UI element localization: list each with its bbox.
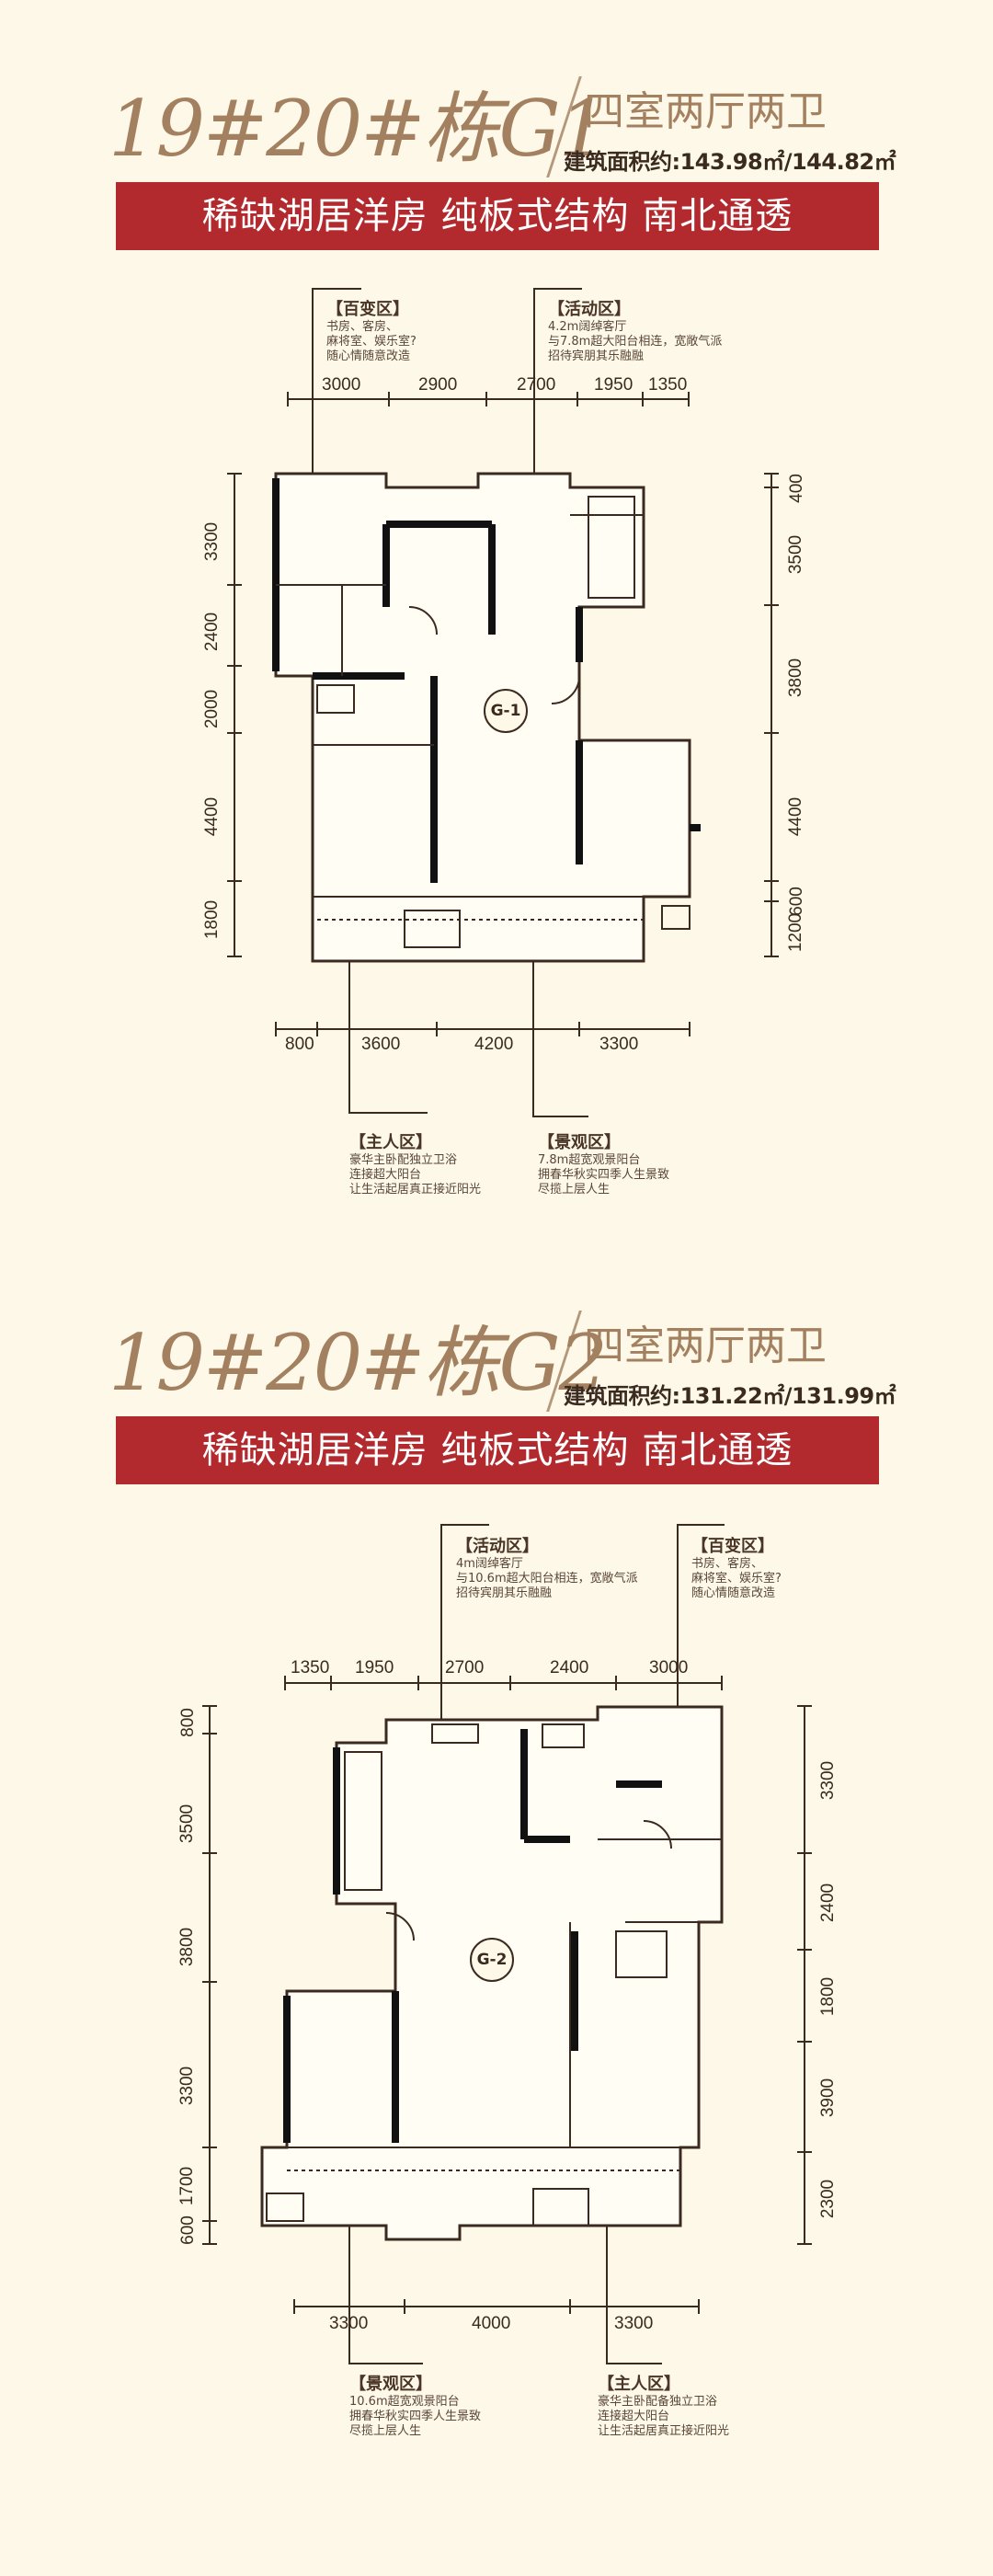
g2-building-area: 建筑面积约:131.22㎡/131.99㎡ — [564, 1383, 896, 1409]
annotation-line: 麻将室、娱乐室? — [326, 335, 417, 349]
annotation-line: 与7.8m超大阳台相连，宽敞气派 — [548, 335, 723, 349]
dim-label: 1800 — [818, 1976, 839, 2017]
g1-room-layout: 四室两厅两卫 — [584, 88, 827, 135]
annotation-line: 尽揽上层人生 — [349, 2424, 422, 2438]
g1-annotation-view-zone: 【景观区】 7.8m超宽观景阳台 拥春华秋实四季人生景致 尽揽上层人生 — [538, 1129, 669, 1197]
g2-dimension-lines — [202, 1524, 812, 2364]
dim-label: 2000 — [202, 689, 223, 729]
dim-label: 1350 — [648, 375, 688, 395]
dim-label: 600 — [177, 2215, 198, 2245]
dim-label: 3300 — [599, 1035, 639, 1054]
g2-feature-banner: 稀缺湖居洋房 纯板式结构 南北通透 — [116, 1416, 879, 1484]
annotation-line: 书房、客房、 — [326, 320, 399, 334]
annotation-line: 豪华主卧配备独立卫浴 — [598, 2395, 718, 2409]
dim-label: 800 — [177, 1708, 198, 1737]
annotation-line: 麻将室、娱乐室? — [691, 1572, 782, 1586]
g1-title: 19#20#栋G1 — [108, 84, 608, 174]
g2-annotation-flexible-zone: 【百变区】 书房、客房、 麻将室、娱乐室? 随心情随意改造 — [691, 1533, 782, 1601]
g2-annotation-view-zone: 【景观区】 10.6m超宽观景阳台 拥春华秋实四季人生景致 尽揽上层人生 — [349, 2371, 481, 2439]
dim-label: 1950 — [355, 1658, 394, 1677]
dim-label: 3300 — [202, 521, 223, 562]
annotation-line: 随心情随意改造 — [691, 1586, 776, 1600]
dim-label: 1350 — [291, 1658, 330, 1677]
g1-building-area: 建筑面积约:143.98㎡/144.82㎡ — [564, 149, 896, 175]
annotation-line: 拥春华秋实四季人生景致 — [538, 1168, 670, 1182]
dim-label: 3300 — [177, 2066, 198, 2106]
annotation-line: 与10.6m超大阳台相连，宽敞气派 — [456, 1572, 638, 1586]
dim-label: 400 — [786, 474, 806, 503]
g2-annotation-activity-zone: 【活动区】 4m阔绰客厅 与10.6m超大阳台相连，宽敞气派 招待宾朋其乐融融 — [456, 1533, 638, 1601]
dim-label: 3800 — [177, 1927, 198, 1967]
g1-annotation-activity-zone: 【活动区】 4.2m阔绰客厅 与7.8m超大阳台相连，宽敞气派 招待宾朋其乐融融 — [548, 296, 722, 364]
dim-label: 4200 — [474, 1035, 514, 1054]
annotation-line: 连接超大阳台 — [349, 1168, 422, 1182]
dim-label: 4400 — [202, 796, 223, 837]
annotation-title: 【景观区】 — [349, 2375, 432, 2394]
dim-label: 3000 — [649, 1658, 689, 1677]
dim-label: 800 — [285, 1035, 314, 1054]
annotation-title: 【活动区】 — [548, 300, 631, 319]
dim-label: 2900 — [418, 375, 458, 395]
annotation-title: 【主人区】 — [349, 1133, 432, 1152]
g2-annotation-master-zone: 【主人区】 豪华主卧配备独立卫浴 连接超大阳台 让生活起居真正接近阳光 — [598, 2371, 729, 2439]
dim-label: 2400 — [550, 1658, 589, 1677]
dim-label: 3300 — [614, 2314, 654, 2333]
dim-label: 2400 — [202, 612, 223, 652]
annotation-line: 7.8m超宽观景阳台 — [538, 1153, 641, 1167]
dim-label: 1800 — [202, 899, 223, 940]
annotation-line: 让生活起居真正接近阳光 — [349, 1183, 482, 1196]
annotation-title: 【活动区】 — [456, 1537, 539, 1556]
annotation-line: 让生活起居真正接近阳光 — [598, 2424, 730, 2438]
annotation-title: 【主人区】 — [598, 2375, 680, 2394]
annotation-line: 尽揽上层人生 — [538, 1183, 611, 1196]
annotation-line: 豪华主卧配独立卫浴 — [349, 1153, 458, 1167]
dim-label: 3000 — [322, 375, 361, 395]
g1-annotation-flexible-zone: 【百变区】 书房、客房、 麻将室、娱乐室? 随心情随意改造 — [326, 296, 417, 364]
g2-unit-tag: G-2 — [470, 1938, 514, 1982]
annotation-line: 4m阔绰客厅 — [456, 1557, 523, 1571]
annotation-line: 4.2m阔绰客厅 — [548, 320, 627, 334]
dim-label: 4400 — [786, 796, 806, 837]
dim-label: 3300 — [329, 2314, 369, 2333]
dim-label: 2700 — [517, 375, 556, 395]
dim-label: 2700 — [445, 1658, 485, 1677]
annotation-title: 【百变区】 — [691, 1537, 774, 1556]
dim-label: 1700 — [177, 2166, 198, 2206]
dim-label: 2400 — [818, 1883, 839, 1923]
dim-label: 3800 — [786, 658, 806, 698]
annotation-title: 【景观区】 — [538, 1133, 621, 1152]
dim-label: 600 — [786, 887, 806, 916]
annotation-line: 10.6m超宽观景阳台 — [349, 2395, 460, 2409]
annotation-line: 招待宾朋其乐融融 — [548, 349, 645, 363]
annotation-line: 书房、客房、 — [691, 1557, 764, 1571]
dim-label: 3600 — [361, 1035, 401, 1054]
g1-unit-tag: G-1 — [484, 689, 528, 733]
g1-floor-plan — [272, 472, 701, 963]
dim-label: 4000 — [472, 2314, 511, 2333]
g2-title: 19#20#栋G2 — [108, 1318, 608, 1408]
dim-label: 2300 — [818, 2179, 839, 2219]
annotation-title: 【百变区】 — [326, 300, 409, 319]
g1-dimension-lines — [227, 288, 779, 1117]
dim-label: 3900 — [818, 2078, 839, 2118]
dim-label: 3500 — [786, 534, 806, 575]
dim-label: 3300 — [818, 1760, 839, 1801]
dim-label: 1950 — [594, 375, 633, 395]
g2-room-layout: 四室两厅两卫 — [584, 1322, 827, 1369]
annotation-line: 招待宾朋其乐融融 — [456, 1586, 553, 1600]
g1-feature-banner: 稀缺湖居洋房 纯板式结构 南北通透 — [116, 182, 879, 250]
dim-label: 1200 — [786, 912, 806, 953]
annotation-line: 随心情随意改造 — [326, 349, 411, 363]
annotation-line: 拥春华秋实四季人生景致 — [349, 2410, 482, 2423]
annotation-line: 连接超大阳台 — [598, 2410, 670, 2423]
g1-annotation-master-zone: 【主人区】 豪华主卧配独立卫浴 连接超大阳台 让生活起居真正接近阳光 — [349, 1129, 481, 1197]
dim-label: 3500 — [177, 1803, 198, 1844]
